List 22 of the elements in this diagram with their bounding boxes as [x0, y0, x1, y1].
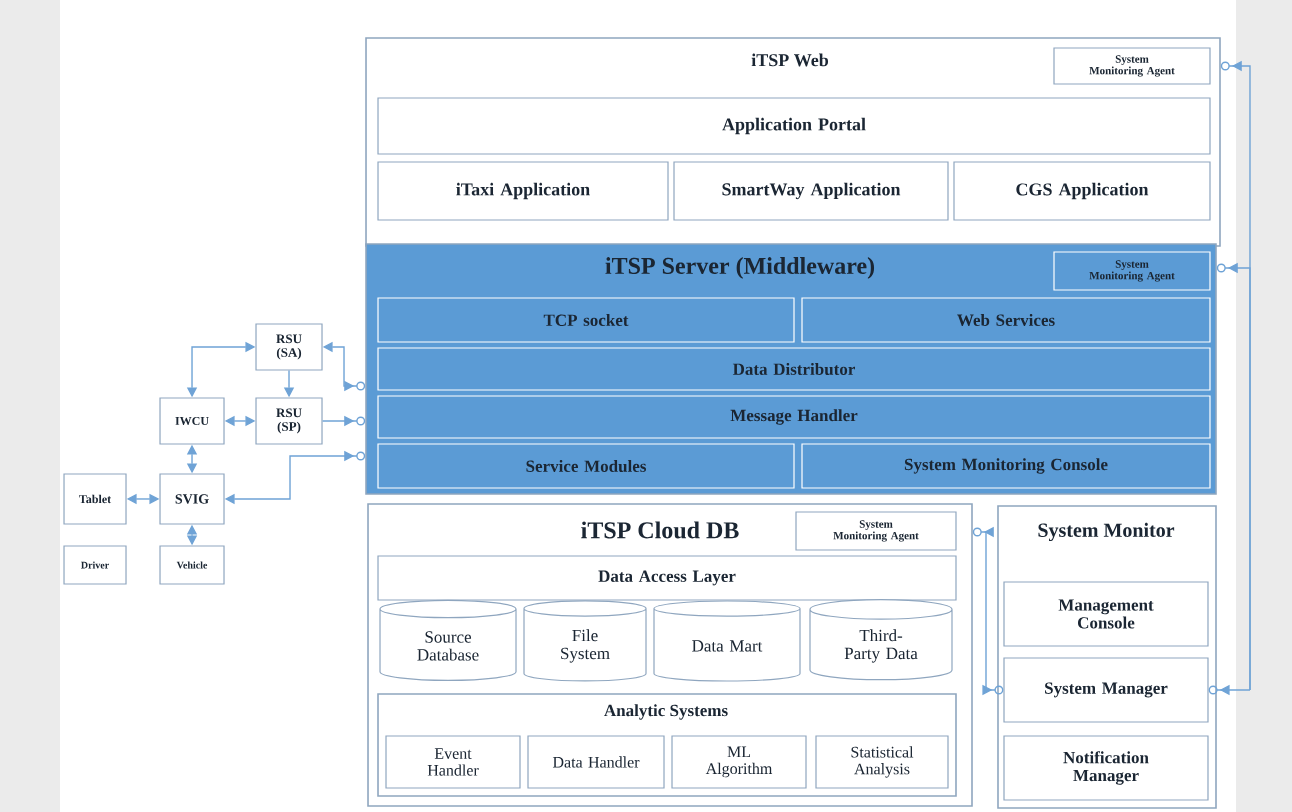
module-box: Notification Manager: [1003, 735, 1209, 801]
module-box: Application Portal: [377, 97, 1211, 155]
database-cylinder: Third-Party Data: [809, 599, 953, 681]
module-box: Data Distributor: [377, 347, 1211, 391]
database-cylinder: File System: [523, 600, 647, 682]
database-cylinder: Source Database: [379, 599, 517, 681]
module-box: System Monitoring Console: [801, 443, 1211, 489]
module-box: Data Access Layer: [377, 555, 957, 601]
module-box: Data Handler: [527, 735, 665, 789]
module-box: Service Modules: [377, 443, 795, 489]
module-box: Message Handler: [377, 395, 1211, 439]
module-box: Statistical Analysis: [815, 735, 949, 789]
module-box: CGS Application: [953, 161, 1211, 221]
module-box: Event Handler: [385, 735, 521, 789]
database-cylinder: Data Mart: [653, 600, 801, 682]
module-box: SmartWay Application: [673, 161, 949, 221]
module-box: TCP socket: [377, 297, 795, 343]
module-box: Web Services: [801, 297, 1211, 343]
module-box: ML Algorithm: [671, 735, 807, 789]
module-box: System Manager: [1003, 657, 1209, 723]
module-box: iTaxi Application: [377, 161, 669, 221]
module-box: Management Console: [1003, 581, 1209, 647]
